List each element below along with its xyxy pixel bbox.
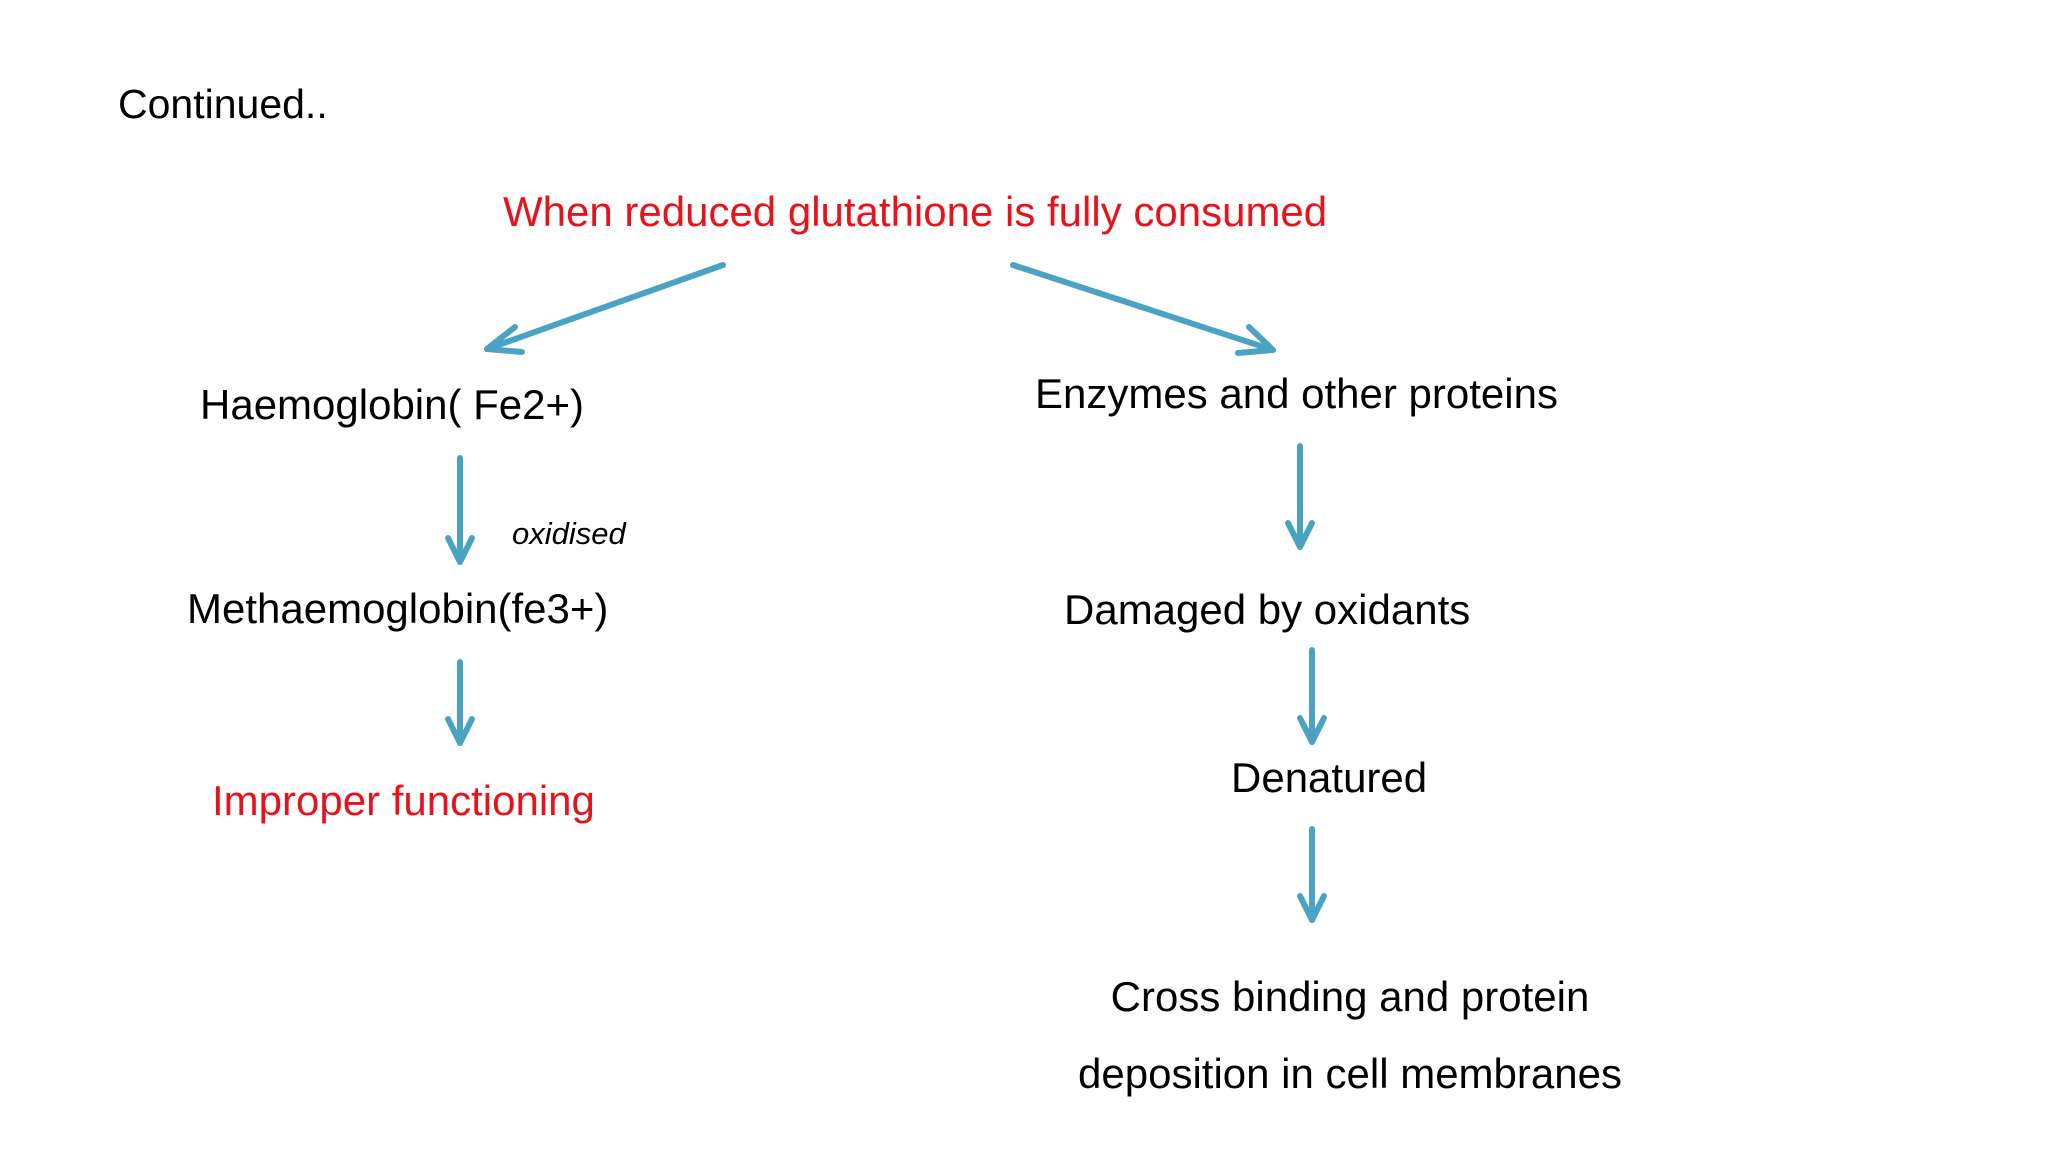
arrow-methaemoglobin-to-improper bbox=[445, 659, 475, 746]
node-haemoglobin: Haemoglobin( Fe2+) bbox=[200, 381, 585, 428]
node-improper-functioning: Improper functioning bbox=[212, 777, 595, 824]
node-cross-binding-line2: deposition in cell membranes bbox=[1078, 1050, 1622, 1097]
slide-heading: Continued.. bbox=[118, 81, 328, 127]
arrow-root-to-haemoglobin bbox=[484, 262, 726, 355]
node-cross-binding-line1: Cross binding and protein bbox=[1110, 973, 1590, 1020]
edge-label-oxidised: oxidised bbox=[512, 516, 626, 551]
node-damaged: Damaged by oxidants bbox=[1064, 586, 1471, 633]
arrow-denatured-to-cross-binding bbox=[1297, 826, 1327, 923]
node-cross-binding: Cross binding and protein deposition in … bbox=[1000, 958, 1700, 1112]
arrow-haemoglobin-to-methaemoglobin bbox=[445, 455, 475, 565]
node-enzymes: Enzymes and other proteins bbox=[1035, 370, 1558, 417]
node-methaemoglobin: Methaemoglobin(fe3+) bbox=[187, 585, 609, 632]
node-denatured: Denatured bbox=[1231, 754, 1428, 801]
arrow-damaged-to-denatured bbox=[1297, 647, 1327, 745]
arrow-root-to-enzymes bbox=[1010, 262, 1276, 356]
root-node: When reduced glutathione is fully consum… bbox=[503, 188, 1328, 235]
arrow-enzymes-to-damaged bbox=[1285, 443, 1315, 550]
